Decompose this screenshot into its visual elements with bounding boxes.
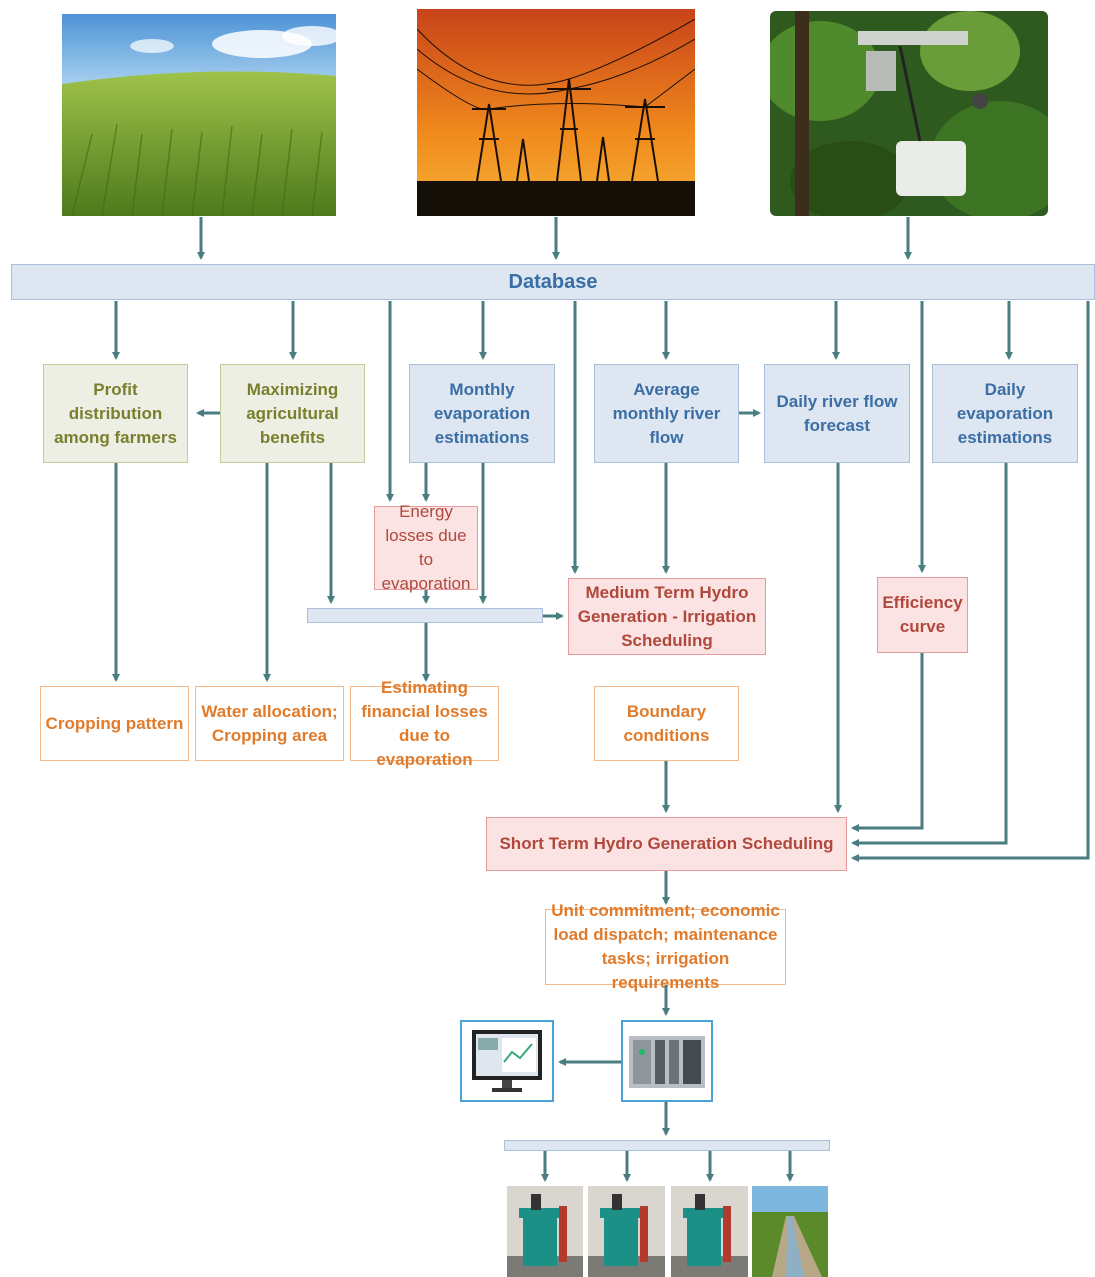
turbine-photo-3 [671, 1186, 748, 1277]
turbine-photo-1 [507, 1186, 583, 1277]
power-lines-photo [417, 9, 695, 216]
efficiency-curve-box: Efficiency curve [877, 577, 968, 653]
irrigation-canal-photo [752, 1186, 828, 1277]
energy-losses-box: Energy losses due to evaporation [374, 502, 478, 593]
medium-term-scheduling-box: Medium Term Hydro Generation - Irrigatio… [568, 578, 766, 655]
monthly-evaporation-box: Monthly evaporation estimations [409, 364, 555, 463]
database-label: Database [508, 270, 598, 293]
daily-flow-forecast-box: Daily river flow forecast [764, 364, 910, 463]
water-allocation-box: Water allocation; Cropping area [195, 686, 344, 761]
daily-evaporation-box: Daily evaporation estimations [932, 364, 1078, 463]
monitor-image [460, 1020, 554, 1102]
profit-distribution-box: Profit distribution among farmers [43, 364, 188, 463]
short-term-scheduling-box: Short Term Hydro Generation Scheduling [486, 817, 847, 871]
cropping-pattern-box: Cropping pattern [40, 686, 189, 761]
average-monthly-flow-box: Average monthly river flow [594, 364, 739, 463]
turbine-photo-2 [588, 1186, 665, 1277]
cornfield-photo [62, 14, 336, 216]
maximizing-benefits-box: Maximizing agricultural benefits [220, 364, 365, 463]
controller-image [621, 1020, 713, 1102]
database-bar: Database [11, 264, 1095, 300]
output-bar [504, 1140, 830, 1151]
merge-bar [307, 608, 543, 623]
weather-station-photo [770, 11, 1048, 216]
boundary-conditions-box: Boundary conditions [594, 686, 739, 761]
